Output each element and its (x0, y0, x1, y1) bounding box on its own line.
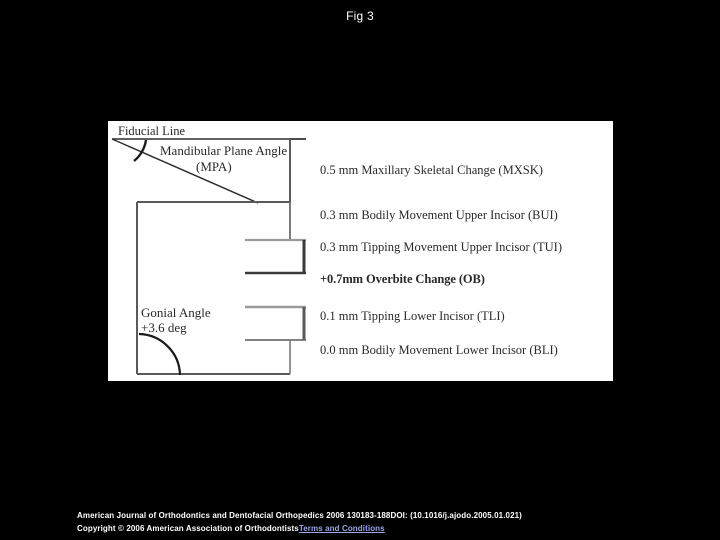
measurement-label-tui: 0.3 mm Tipping Movement Upper Incisor (T… (320, 240, 562, 254)
fiducial-line-label: Fiducial Line (118, 124, 185, 138)
journal-citation-line: American Journal of Orthodontics and Den… (77, 509, 677, 522)
measurement-label-tli: 0.1 mm Tipping Lower Incisor (TLI) (320, 309, 505, 323)
figure-title: Fig 3 (346, 9, 374, 23)
measurement-label-bui: 0.3 mm Bodily Movement Upper Incisor (BU… (320, 208, 558, 222)
journal-citation-text: American Journal of Orthodontics and Den… (77, 511, 522, 520)
orthodontic-measurement-diagram (108, 121, 613, 381)
copyright-line: Copyright © 2006 American Association of… (77, 522, 677, 535)
diagram-vector-graphic (111, 138, 306, 376)
measurement-label-ob: +0.7mm Overbite Change (OB) (320, 272, 485, 286)
measurement-label-bli: 0.0 mm Bodily Movement Lower Incisor (BL… (320, 343, 558, 357)
copyright-text: Copyright © 2006 American Association of… (77, 524, 299, 533)
mandibular-plane-line (111, 138, 259, 204)
gonial-angle-label: Gonial Angle (141, 305, 211, 320)
gonial-angle-value: +3.6 deg (141, 320, 187, 335)
mandibular-plane-angle-label: Mandibular Plane Angle (160, 143, 288, 158)
mandibular-plane-angle-abbrev: (MPA) (196, 159, 232, 174)
gonial-angle-arc (138, 332, 182, 376)
terms-and-conditions-link[interactable]: Terms and Conditions (298, 524, 385, 533)
figure-panel: Fiducial Line Mandibular Plane Angle (MP… (108, 121, 613, 381)
measurement-label-mxsk: 0.5 mm Maxillary Skeletal Change (MXSK) (320, 163, 543, 177)
mpa-angle-arc (133, 139, 148, 162)
footer-citation-block: American Journal of Orthodontics and Den… (77, 509, 677, 535)
